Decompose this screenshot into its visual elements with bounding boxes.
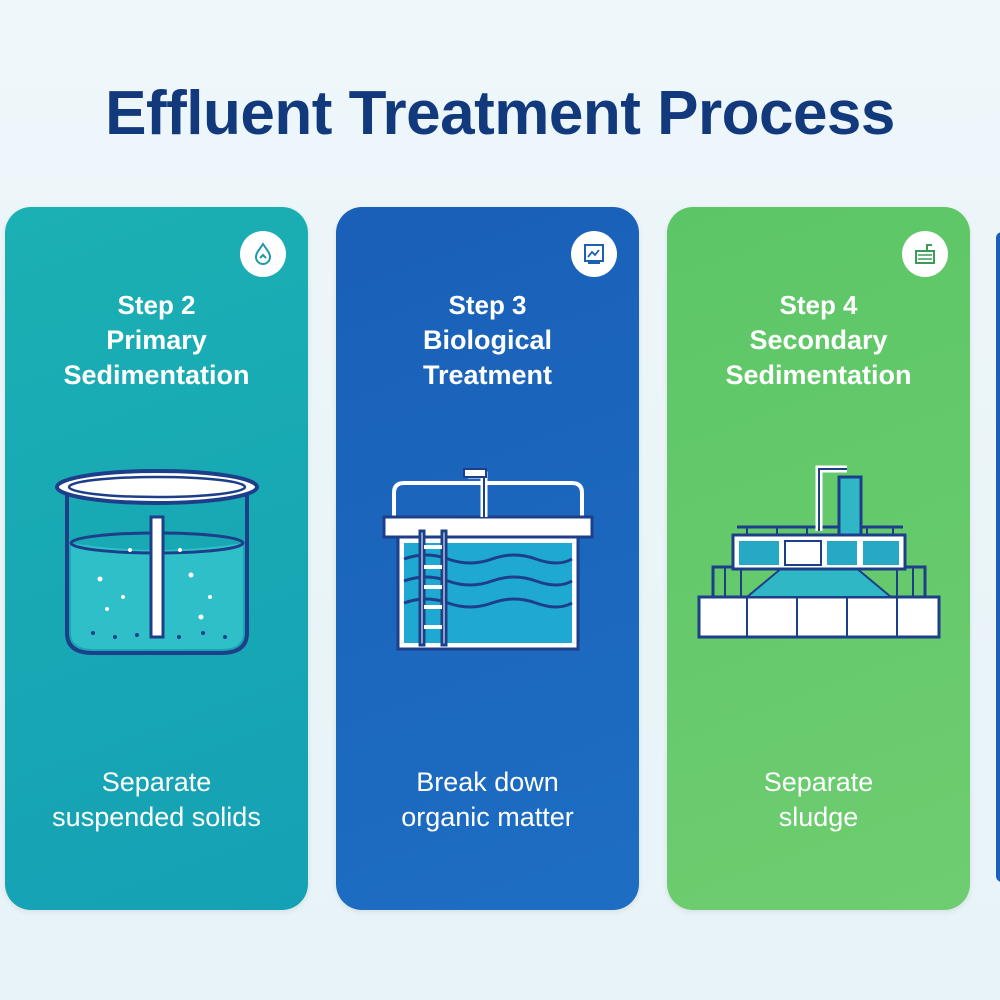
step-description-line: Separate (101, 767, 212, 797)
step-description: Separate suspended solids (5, 765, 308, 835)
page-title: Effluent Treatment Process (105, 79, 895, 148)
step-name-line: Sedimentation (63, 360, 250, 390)
clarifier-plant-icon (697, 465, 941, 639)
step-description-line: suspended solids (52, 802, 261, 832)
step-name-line: Biological (422, 325, 552, 355)
step-label: Step 4 (779, 290, 858, 320)
step-description-line: Break down (416, 767, 559, 797)
step-name-line: Sedimentation (725, 360, 912, 390)
step-name-line: Secondary (749, 325, 888, 355)
step-label: Step 2 (117, 290, 196, 320)
clarifier-badge-icon (902, 231, 948, 277)
step-name: Primary Sedimentation (5, 323, 308, 393)
step-description-line: Separate (763, 767, 874, 797)
step-card-biological-treatment: Step 3 Biological Treatment Break down (336, 207, 639, 910)
next-step-card-edge (996, 232, 1000, 882)
step-name: Secondary Sedimentation (667, 323, 970, 393)
aeration-basin-icon (382, 468, 594, 651)
step-name-line: Treatment (422, 360, 553, 390)
step-card-primary-sedimentation: Step 2 Primary Sedimentation Separate su… (5, 207, 308, 910)
droplet-icon (240, 231, 286, 277)
step-description-line: sludge (778, 802, 859, 832)
sedimentation-tank-icon (55, 469, 259, 655)
step-description: Separate sludge (667, 765, 970, 835)
step-description-line: organic matter (401, 802, 574, 832)
step-card-secondary-sedimentation: Step 4 Secondary Sedimentation (667, 207, 970, 910)
step-name-line: Primary (106, 325, 207, 355)
step-name: Biological Treatment (336, 323, 639, 393)
step-label: Step 3 (448, 290, 527, 320)
monitor-icon (571, 231, 617, 277)
step-description: Break down organic matter (336, 765, 639, 835)
